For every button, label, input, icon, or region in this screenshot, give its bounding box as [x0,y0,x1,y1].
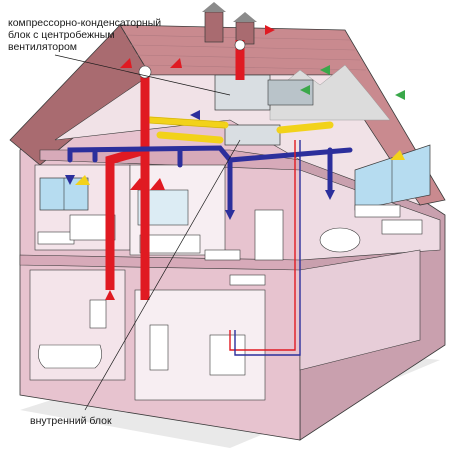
condenser-unit-label: компрессорно-конденсаторный блок с центр… [8,17,161,53]
flex-ducts-ribs [149,116,226,129]
return-ducts [67,145,353,213]
leader-lines [54,54,241,411]
airflow-arrow-icon [65,25,405,300]
radiator-mid [229,274,266,286]
indoor-unit-label: внутренний блок [30,415,112,427]
radiator-right [381,219,423,235]
window-right [354,144,431,211]
flex-ducts [146,116,334,144]
indoor-unit [224,124,281,146]
fan-icon [138,39,246,79]
condenser-label-line-3: вентилятором [8,41,78,53]
condenser-unit [214,74,271,111]
chimney-cap [202,2,226,12]
condenser-label-line-1: компрессорно-конденсаторный [8,17,162,29]
kitchen-counter [139,234,201,254]
chimney-cap-2 [233,12,257,22]
door [149,324,169,371]
scenery [269,64,391,121]
chimney-left [204,11,224,43]
bathtub [38,344,102,369]
fridge [254,209,284,261]
armchair [319,227,361,253]
refrigerant-pipes [229,140,301,356]
radiator-left [37,231,75,245]
toilet [89,299,107,329]
condenser-label-line-2: блок с центробежным [8,29,115,41]
table [204,249,241,261]
coffee-table [354,204,401,218]
